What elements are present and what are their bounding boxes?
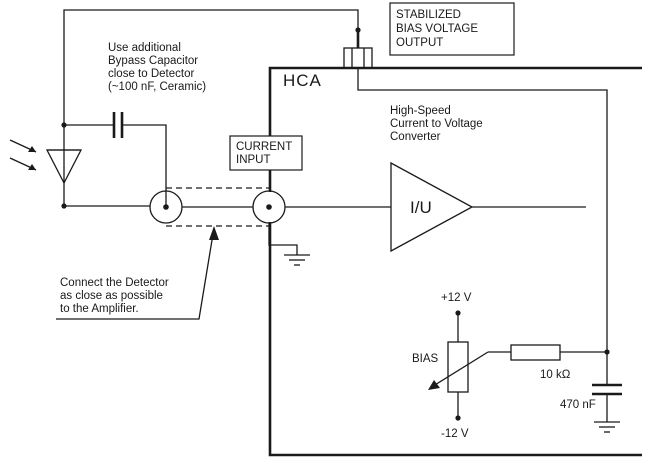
input-ground-symbol bbox=[268, 223, 310, 266]
detector-note-line-2: as close as possible bbox=[60, 290, 163, 302]
detector-note-line-1: Connect the Detector bbox=[60, 277, 169, 289]
hca-label: HCA bbox=[283, 71, 322, 90]
capacitor-note-line-2: Bypass Capacitor bbox=[108, 55, 198, 67]
bias-feed-wire bbox=[63, 9, 359, 125]
bias-output-line-2: BIAS VOLTAGE bbox=[396, 23, 478, 35]
bias-output-box: STABILIZED BIAS VOLTAGE OUTPUT bbox=[389, 2, 515, 56]
capacitor-value-label: 470 nF bbox=[560, 399, 596, 411]
positive-supply-label: +12 V bbox=[441, 292, 472, 304]
detector-note bbox=[56, 226, 219, 320]
converter-note-line-1: High-Speed bbox=[390, 105, 451, 117]
coax-cable bbox=[64, 187, 286, 227]
detector-note-line-3: to the Amplifier. bbox=[60, 303, 139, 315]
bias-output-line-1: STABILIZED bbox=[396, 9, 461, 21]
potentiometer-label: BIAS bbox=[412, 353, 439, 365]
current-input-line-2: INPUT bbox=[236, 154, 271, 166]
amplifier-label: I/U bbox=[410, 198, 432, 217]
bias-potentiometer bbox=[428, 310, 489, 421]
filter-capacitor bbox=[592, 352, 622, 433]
current-input-box: CURRENT INPUT bbox=[229, 135, 303, 171]
converter-note-line-3: Converter bbox=[390, 131, 441, 143]
capacitor-note-line-4: (~100 nF, Ceramic) bbox=[108, 81, 206, 93]
bias-output-line-3: OUTPUT bbox=[396, 37, 443, 49]
bias-resistor bbox=[488, 344, 610, 361]
current-to-voltage-amplifier bbox=[285, 161, 586, 253]
bypass-capacitor bbox=[64, 112, 167, 207]
current-input-line-1: CURRENT bbox=[236, 141, 292, 153]
capacitor-note-line-1: Use additional bbox=[108, 42, 181, 54]
capacitor-note-line-3: close to Detector bbox=[108, 68, 194, 80]
negative-supply-label: -12 V bbox=[441, 428, 469, 440]
internal-bias-wire bbox=[357, 68, 608, 352]
converter-note-line-2: Current to Voltage bbox=[390, 118, 483, 130]
bias-output-connector bbox=[343, 27, 373, 69]
photodiode-detector bbox=[9, 125, 83, 206]
resistor-value-label: 10 kΩ bbox=[540, 369, 571, 381]
